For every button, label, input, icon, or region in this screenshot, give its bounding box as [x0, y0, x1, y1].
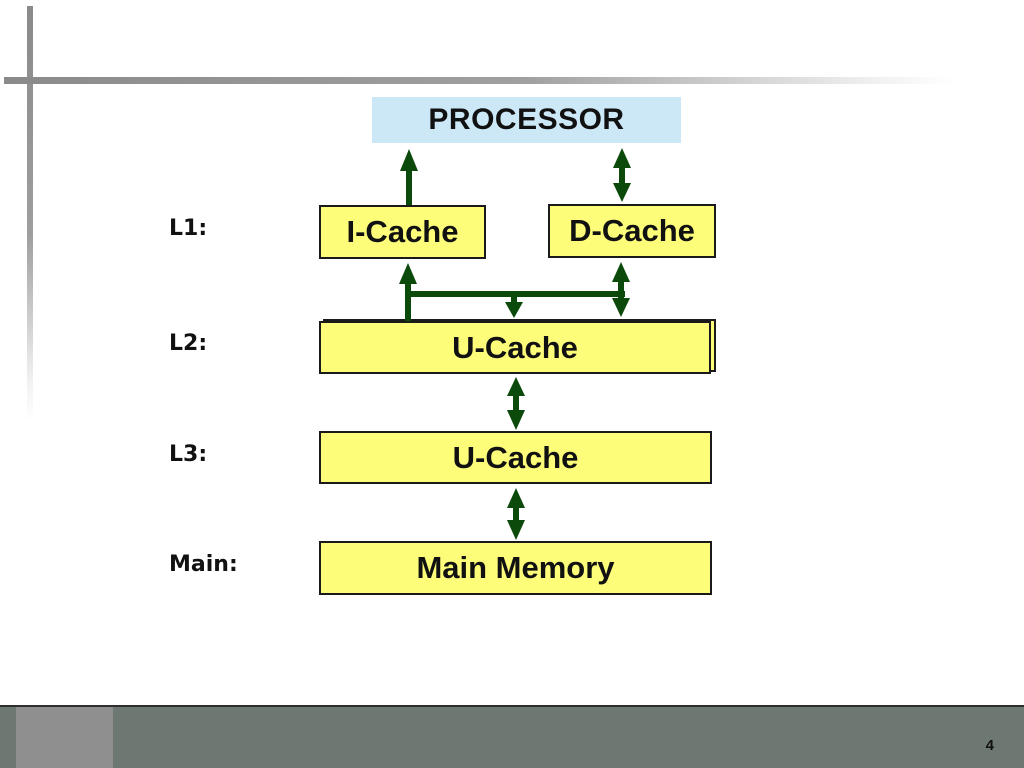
l3-main-double-arrow [507, 488, 525, 540]
main-memory-label: Main Memory [416, 550, 615, 585]
l1-data-cache-box: D-Cache [548, 204, 716, 258]
bus-to-l2-arrow [505, 294, 523, 318]
dcache-label: D-Cache [569, 213, 695, 248]
level-label-l3: L3: [169, 442, 208, 467]
l3-unified-cache-box: U-Cache [319, 431, 712, 484]
processor-box: PROCESSOR [372, 97, 681, 143]
l2-dcache-double-arrow [612, 262, 630, 317]
decorative-horizontal-bar [4, 77, 954, 84]
l3-cache-label: U-Cache [452, 439, 579, 475]
footer-accent-block [16, 707, 113, 768]
l2-to-icache-arrow [399, 263, 417, 321]
level-label-l2: L2: [169, 331, 208, 356]
l2-unified-cache-box: U-Cache [319, 321, 711, 374]
l1-instruction-cache-box: I-Cache [319, 205, 486, 259]
processor-dcache-double-arrow [613, 148, 631, 202]
icache-label: I-Cache [346, 214, 459, 249]
processor-label: PROCESSOR [428, 103, 625, 136]
l2-cache-label: U-Cache [452, 329, 578, 365]
icache-to-processor-arrow [400, 149, 418, 205]
main-memory-box: Main Memory [319, 541, 712, 595]
page-number: 4 [985, 737, 994, 754]
level-label-main: Main: [169, 552, 238, 577]
footer-bar: 4 [0, 705, 1024, 768]
l2-l3-double-arrow [507, 377, 525, 430]
level-label-l1: L1: [169, 216, 208, 241]
decorative-vertical-bar [27, 6, 33, 422]
